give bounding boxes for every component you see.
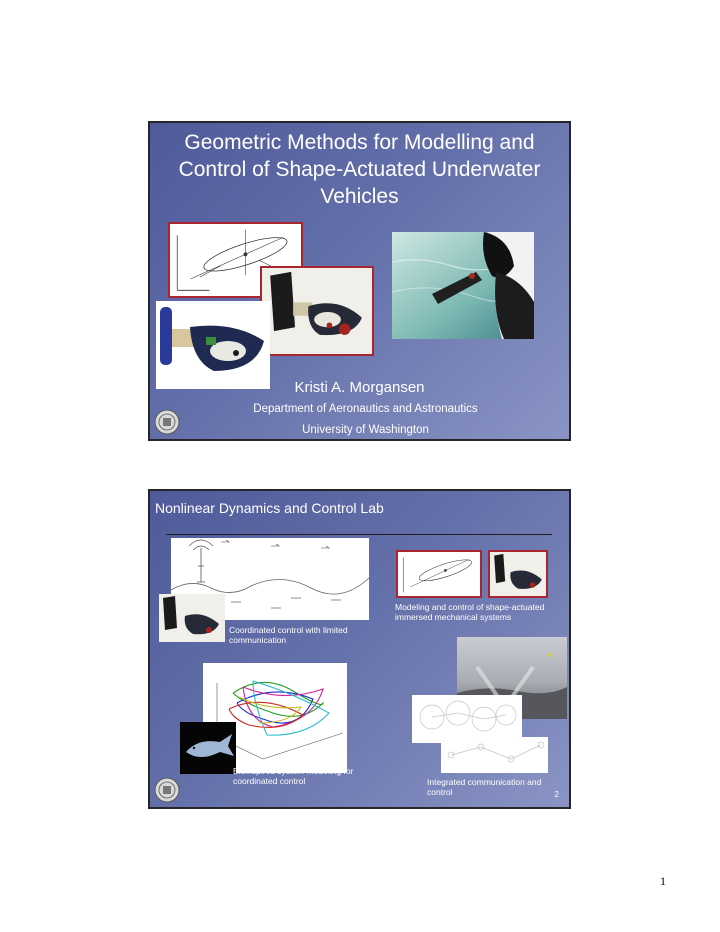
title-divider (166, 534, 552, 535)
modeling-diagram (396, 550, 482, 598)
university-seal-icon (154, 409, 180, 435)
network-diagram-front (441, 737, 548, 773)
university-name: University of Washington (302, 424, 429, 436)
slide-1-title: Geometric Methods for Modelling and Cont… (178, 131, 541, 208)
water-test-photo (392, 232, 534, 339)
caption-coordinated-control: Coordinated control with limited communi… (229, 625, 348, 645)
modeling-robot-photo (488, 550, 548, 598)
coordinated-robot-photo (159, 594, 225, 642)
robot-vehicle-photo (156, 301, 270, 389)
slide-1: Geometric Methods for Modelling and Cont… (148, 121, 571, 441)
vehicle-model-diagram (168, 222, 303, 298)
communication-sketch (171, 538, 369, 620)
author-name: Kristi A. Morgansen (294, 379, 425, 396)
page-number: 1 (660, 874, 666, 888)
slide-number: 2 (554, 790, 559, 799)
slide-2-title: Nonlinear Dynamics and Control Lab (155, 500, 384, 516)
caption-integrated: Integrated communication and control (427, 777, 542, 797)
university-seal-icon (154, 777, 180, 803)
caption-modeling: Modeling and control of shape-actuated i… (395, 602, 545, 622)
department-name: Department of Aeronautics and Astronauti… (253, 403, 478, 415)
slide-2: Nonlinear Dynamics and Control Lab Coord… (148, 489, 571, 809)
caption-bioinspired: Bioinspired system modeling for coordina… (233, 766, 354, 786)
network-diagram-back (412, 695, 522, 743)
fish-photo (180, 722, 236, 774)
robot-fish-photo (260, 266, 374, 356)
